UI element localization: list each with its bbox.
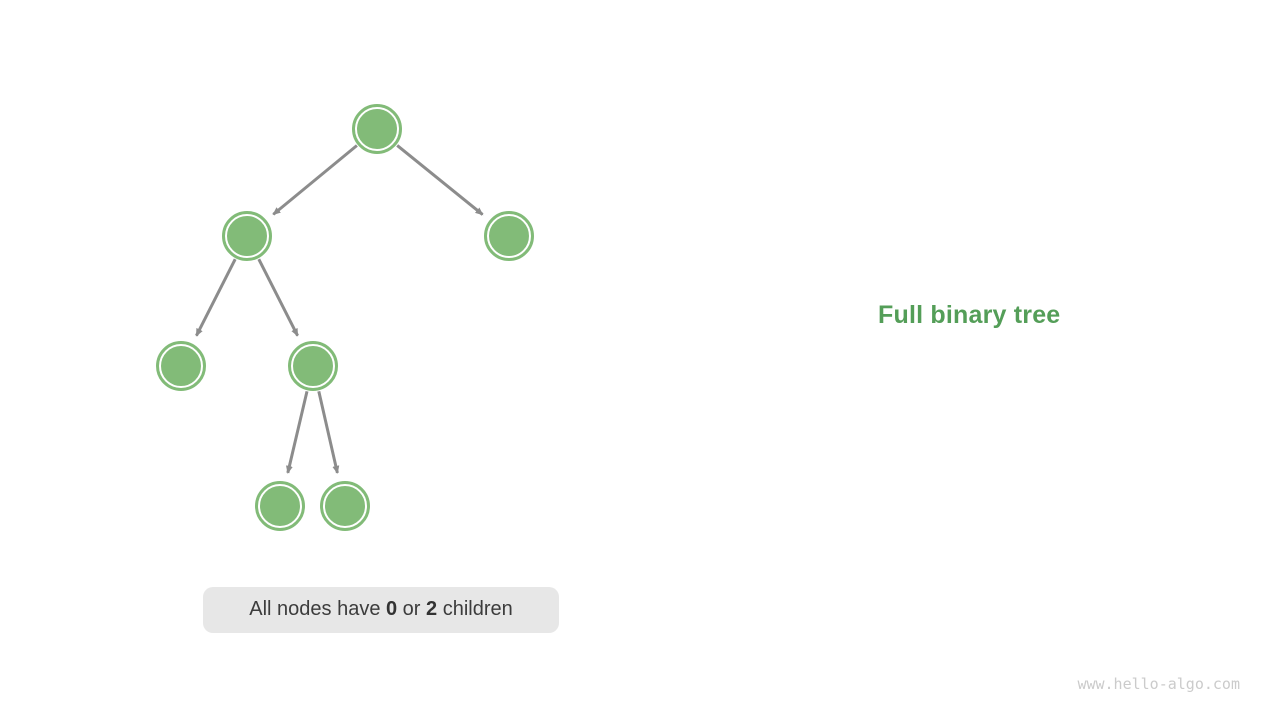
tree-edge (396, 144, 484, 216)
caption-text-prefix: All nodes have (249, 598, 386, 620)
binary-tree-diagram (156, 104, 534, 531)
tree-edge (285, 390, 309, 474)
watermark-url: www.hello-algo.com (1077, 675, 1240, 693)
tree-node (484, 211, 534, 261)
caption-number-zero: 0 (386, 598, 398, 620)
tree-edge (317, 390, 340, 474)
tree-node (222, 211, 272, 261)
tree-node (352, 104, 402, 154)
tree-edge (272, 144, 358, 216)
tree-edge (195, 258, 237, 337)
tree-node (156, 341, 206, 391)
caption-text-suffix: children (437, 598, 513, 620)
figure-title: Full binary tree (878, 301, 1061, 329)
caption-text-middle: or (397, 598, 427, 620)
tree-node (288, 341, 338, 391)
tree-edge (257, 258, 299, 337)
caption-box: All nodes have 0 or 2 children (203, 587, 559, 633)
tree-node (320, 481, 370, 531)
tree-node (255, 481, 305, 531)
caption-number-two: 2 (426, 598, 438, 620)
